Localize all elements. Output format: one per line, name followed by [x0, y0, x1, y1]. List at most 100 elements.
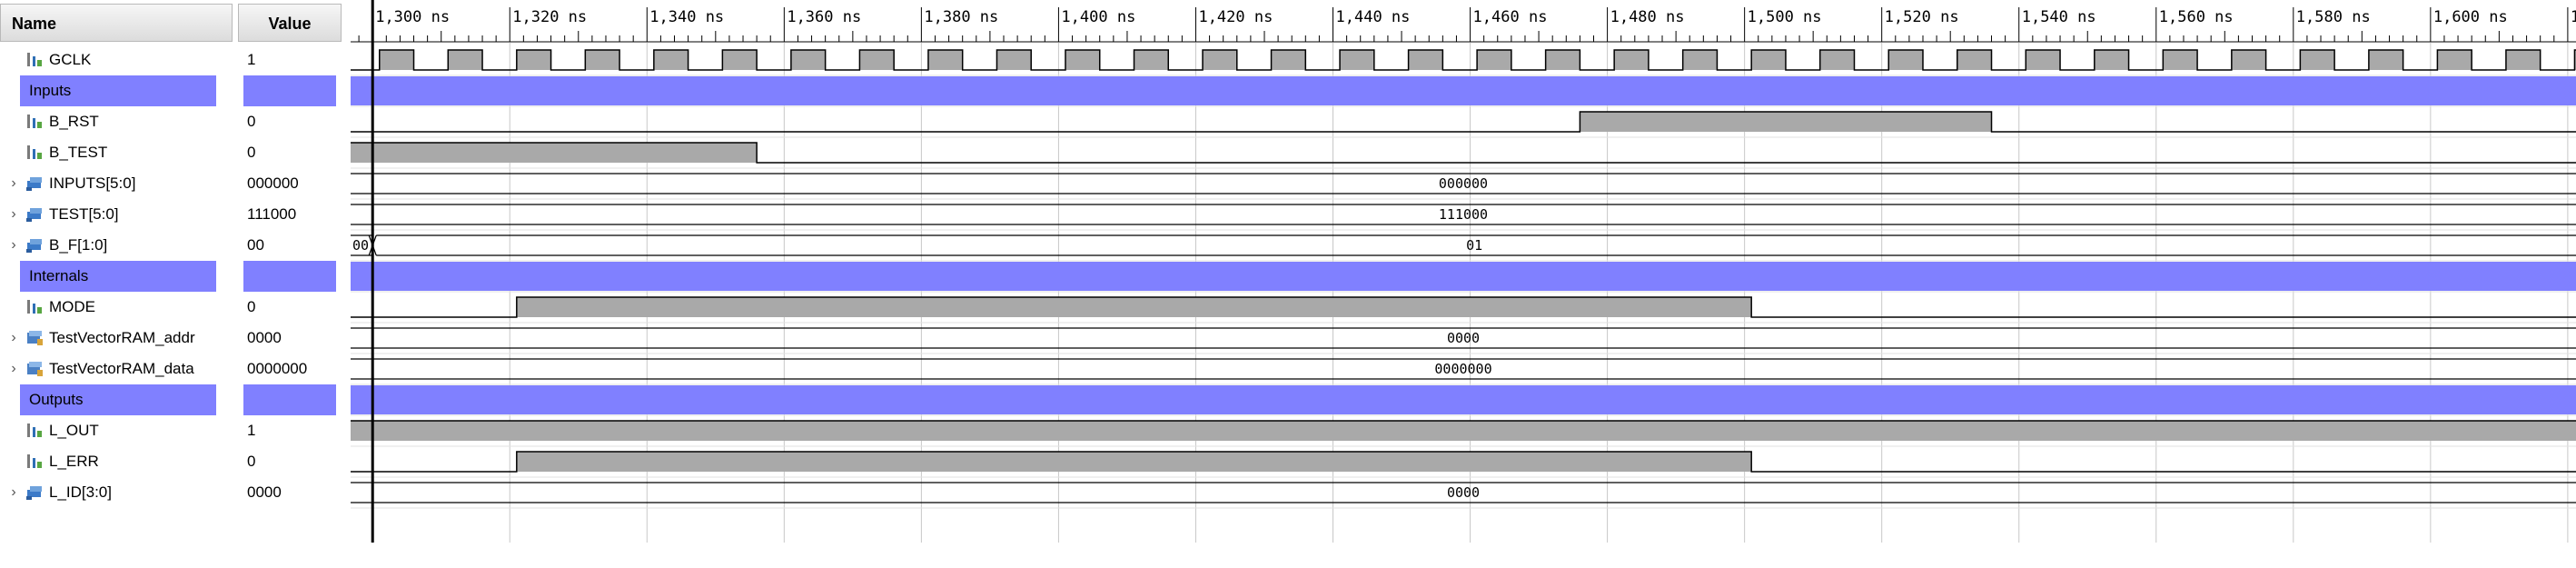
- clock-waveform: [351, 49, 2576, 71]
- signal-value: 0000: [247, 329, 282, 346]
- clock-high-pulse: [1545, 50, 1580, 70]
- ruler-tick-label: 1,380 ns: [924, 8, 998, 26]
- clock-high-pulse: [2094, 50, 2129, 70]
- group-bar-internals: [351, 262, 2576, 291]
- clock-high-pulse: [2231, 50, 2266, 70]
- signal-value: 0000: [247, 483, 282, 501]
- clock-high-pulse: [927, 50, 963, 70]
- group-internals-value-cell: [243, 261, 336, 292]
- expand-chevron-icon[interactable]: ›: [11, 175, 16, 191]
- expand-chevron-icon[interactable]: ›: [11, 237, 16, 253]
- clock-high-pulse: [1408, 50, 1443, 70]
- clock-high-pulse: [790, 50, 826, 70]
- scalar-signal-icon: [27, 115, 42, 128]
- signal-name: TestVectorRAM_addr: [49, 329, 195, 346]
- bus-signal-icon: [26, 208, 42, 222]
- clock-high-pulse: [722, 50, 758, 70]
- value-column-header[interactable]: Value: [238, 4, 342, 42]
- group-internals-name-cell: Internals: [20, 261, 216, 292]
- signal-name: TEST[5:0]: [49, 205, 119, 223]
- ruler-tick-label: 1,300 ns: [375, 8, 450, 26]
- name-column-header[interactable]: Name: [0, 4, 233, 42]
- signal-row-inputs[interactable]: Inputs: [0, 75, 345, 106]
- signal-row-internals[interactable]: Internals: [0, 261, 345, 292]
- ruler-tick-label: 1,580 ns: [2296, 8, 2371, 26]
- bus-value-label: 01: [1466, 237, 1482, 254]
- clock-high-pulse: [2026, 50, 2061, 70]
- clock-high-pulse: [1614, 50, 1649, 70]
- expand-chevron-icon[interactable]: ›: [11, 361, 16, 376]
- signal-name: B_TEST: [49, 144, 108, 161]
- signal-value: 00: [247, 236, 264, 254]
- clock-high-pulse: [448, 50, 483, 70]
- clock-high-pulse: [2368, 50, 2403, 70]
- signal-value: 000000: [247, 174, 299, 192]
- group-inputs-name-cell: Inputs: [20, 75, 216, 106]
- clock-high-pulse: [859, 50, 895, 70]
- group-outputs-value-cell: [243, 384, 336, 415]
- signal-row-b-f-1-0[interactable]: ›B_F[1:0]00: [0, 230, 345, 261]
- group-bar-inputs: [351, 76, 2576, 105]
- memory-signal-icon: [27, 362, 43, 376]
- bus-value-label: 0000: [1447, 484, 1480, 501]
- signal-name: L_ID[3:0]: [49, 483, 112, 501]
- signal-waveform: [351, 111, 2576, 133]
- clock-high-pulse: [1203, 50, 1237, 70]
- group-bar-outputs: [351, 385, 2576, 414]
- group-outputs-name-cell: Outputs: [20, 384, 216, 415]
- signal-row-l-id-3-0[interactable]: › L_ID[3:0] 0000: [0, 477, 345, 508]
- signal-waveform: [351, 420, 2576, 422]
- ruler-tick-label: 1,520 ns: [1885, 8, 1959, 26]
- clock-high-pulse: [1340, 50, 1374, 70]
- signal-name: L_ERR: [49, 453, 99, 470]
- clock-high-pulse: [2505, 50, 2541, 70]
- signal-high-segment: [351, 143, 758, 163]
- signal-value: 111000: [247, 205, 297, 223]
- scalar-signal-icon: [27, 53, 42, 66]
- signal-name: B_RST: [49, 113, 99, 130]
- memory-signal-icon: [27, 331, 43, 345]
- clock-high-pulse: [1682, 50, 1718, 70]
- bus-signal-icon: [26, 486, 42, 500]
- ruler-tick-label: 1,560 ns: [2159, 8, 2234, 26]
- clock-high-pulse: [2300, 50, 2335, 70]
- bus-value-label: 000000: [1439, 175, 1488, 192]
- signal-waveform: [351, 142, 2576, 164]
- group-inputs-value-cell: [243, 75, 336, 106]
- signal-name: MODE: [49, 298, 95, 315]
- ruler-tick-label: 1,500 ns: [1748, 8, 1822, 26]
- ruler-tick-label: 1,440 ns: [1336, 8, 1411, 26]
- expand-chevron-icon[interactable]: ›: [11, 206, 16, 222]
- clock-high-pulse: [585, 50, 620, 70]
- signal-name: GCLK: [49, 51, 92, 68]
- ruler-tick-label: 1,320 ns: [512, 8, 587, 26]
- scalar-signal-icon: [27, 300, 42, 314]
- signal-high-segment: [351, 421, 2576, 441]
- signal-waveform: [351, 451, 2576, 473]
- clock-high-pulse: [1957, 50, 1992, 70]
- signal-row-test-5-0[interactable]: › TEST[5:0] 111000: [0, 199, 345, 230]
- signal-row-outputs[interactable]: Outputs: [0, 384, 345, 415]
- ruler-tick-label: 1,460 ns: [1473, 8, 1548, 26]
- signal-name: INPUTS[5:0]: [49, 174, 136, 192]
- ruler-tick-label: 1: [2571, 8, 2576, 26]
- signal-row-testvectorram-addr[interactable]: › TestVectorRAM_addr 0000: [0, 323, 345, 354]
- scalar-signal-icon: [27, 454, 42, 468]
- signal-value: 1: [247, 422, 256, 439]
- ruler-tick-label: 1,340 ns: [649, 8, 724, 26]
- signal-row-inputs-5-0[interactable]: › INPUTS[5:0] 000000: [0, 168, 345, 199]
- expand-chevron-icon[interactable]: ›: [11, 330, 16, 345]
- expand-chevron-icon[interactable]: ›: [11, 484, 16, 500]
- clock-high-pulse: [2574, 50, 2576, 70]
- ruler-tick-label: 1,420 ns: [1198, 8, 1273, 26]
